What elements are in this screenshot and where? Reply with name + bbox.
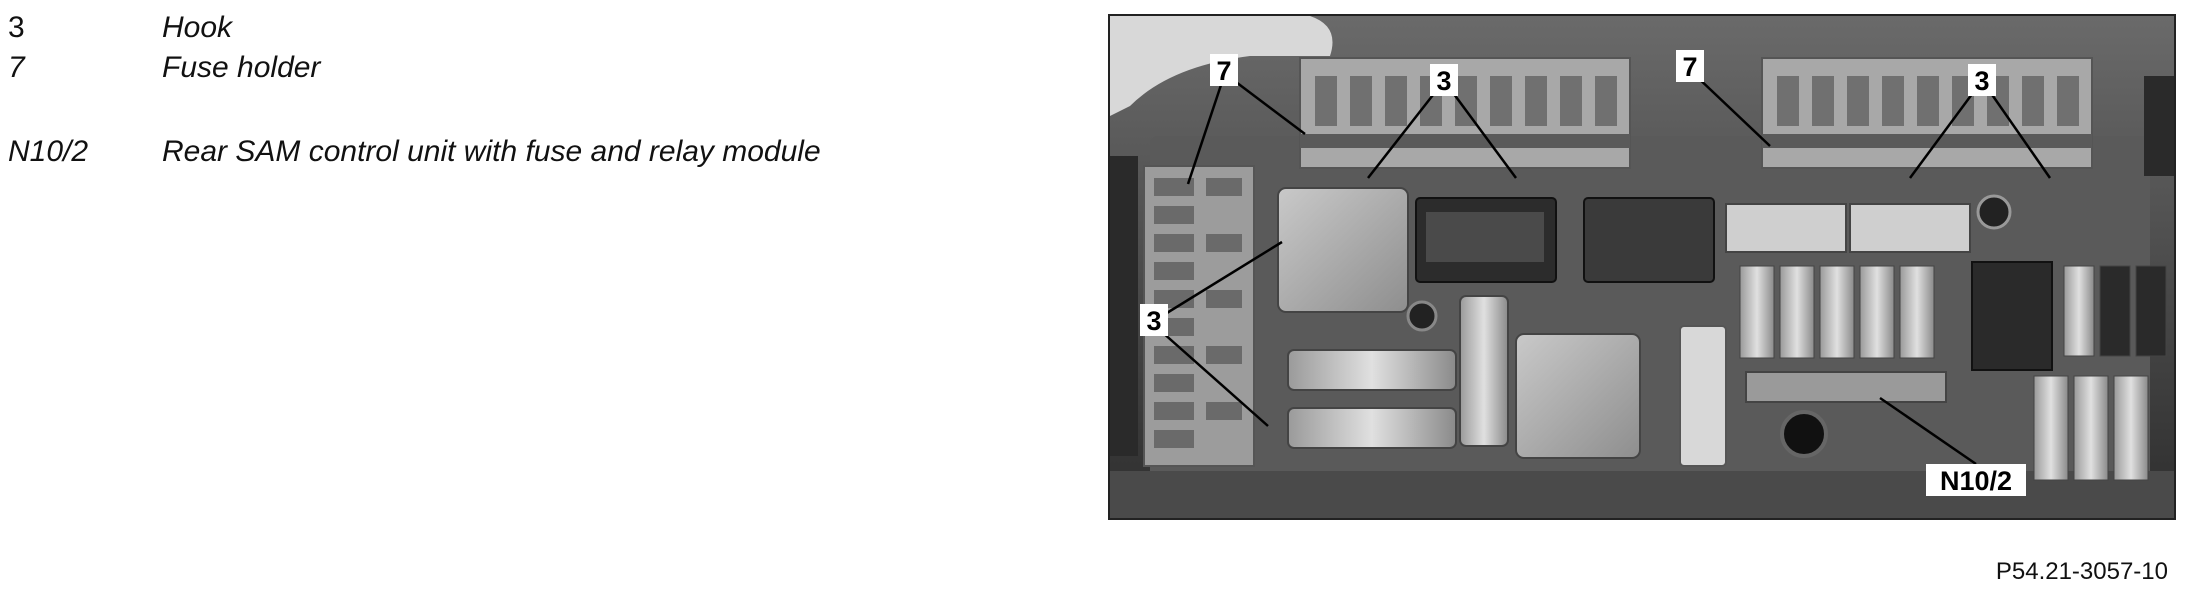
callout-box-3-left	[1430, 64, 1458, 96]
callout-box-3-side	[1140, 304, 1168, 336]
maxi-fuse-2	[1287, 407, 1457, 449]
callout-box-n10-2	[1926, 464, 2026, 496]
relay-large-left	[1277, 187, 1409, 313]
maxi-fuse-1	[1287, 349, 1457, 391]
fuse-row-lower-right	[2033, 375, 2149, 481]
callout-labels: 7 3 7 3 3 N10/2	[1140, 50, 2026, 496]
callout-7-left: 7	[1216, 56, 1231, 86]
figure-id: P54.21-3057-10	[1995, 558, 2168, 585]
callout-3-right: 3	[1974, 66, 1989, 96]
relay-dark-right	[1583, 197, 1715, 283]
fuse-strip-b	[1849, 203, 1971, 253]
capacitor-bottom	[1780, 410, 1828, 458]
legend-code: 7	[8, 51, 25, 84]
legend-code: 3	[8, 11, 25, 44]
legend-label: Fuse holder	[162, 51, 321, 84]
capacitor-right	[1976, 194, 2012, 230]
callout-3-left: 3	[1436, 66, 1451, 96]
callout-leader-lines	[1161, 73, 2052, 466]
right-side-shadow	[2144, 76, 2174, 176]
maxi-fuse-vertical	[1459, 295, 1509, 447]
capacitor-left	[1406, 300, 1438, 332]
relay-dark-left-label	[1426, 212, 1544, 262]
top-right-holder-rail	[1762, 134, 2092, 148]
top-left-holder-rail	[1300, 134, 1630, 148]
top-fuse-holder-slots	[1315, 76, 2079, 126]
relay-large-center	[1515, 333, 1641, 459]
fuse-box-photo: 7 3 7 3 3 N10/2	[1108, 14, 2176, 520]
legend-label: Hook	[162, 11, 233, 44]
mini-fuse-row	[1739, 265, 2167, 359]
relay-small-right	[1971, 261, 2053, 371]
fuse-strip-a	[1725, 203, 1847, 253]
legend-code: N10/2	[8, 135, 89, 168]
callout-box-3-right	[1968, 64, 1996, 96]
fuse-strip-lower	[1745, 371, 1947, 403]
connector-white	[1679, 325, 1727, 467]
callout-box-7-left	[1210, 54, 1238, 86]
legend-label: Rear SAM control unit with fuse and rela…	[162, 135, 821, 168]
callout-7-right: 7	[1682, 52, 1697, 82]
fuse-box-illustration: 7 3 7 3 3 N10/2	[1110, 16, 2174, 518]
callout-3-side: 3	[1146, 306, 1161, 336]
callout-box-7-right	[1676, 50, 1704, 82]
top-left-bracket	[1110, 16, 1333, 116]
callout-n10-2: N10/2	[1940, 466, 2012, 496]
left-side-shadow	[1110, 156, 1138, 456]
